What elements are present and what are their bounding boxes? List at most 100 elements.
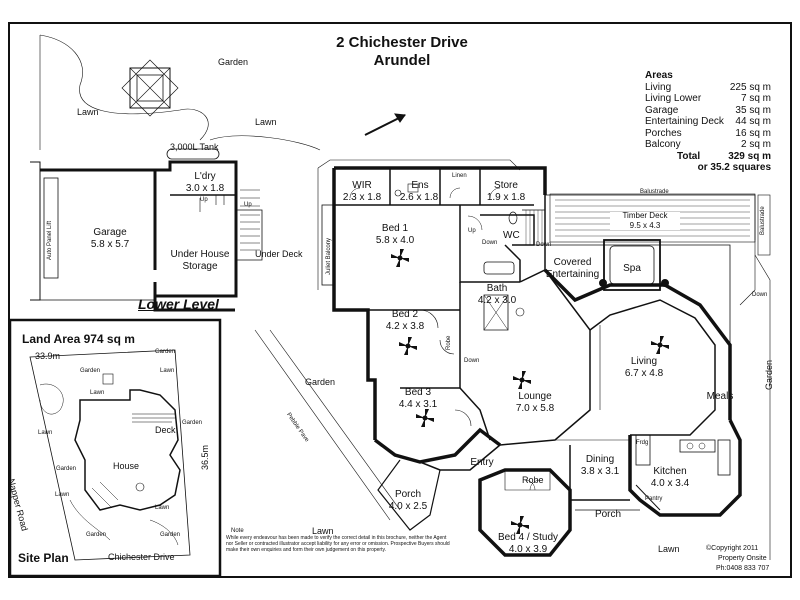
wir-label: WIR (352, 180, 372, 191)
bath-dims: 4.2 x 3.0 (477, 295, 517, 306)
timber-deck-shape (549, 193, 756, 243)
auto-lift-label: Auto Panel Lift (47, 220, 53, 260)
fan-icon (519, 377, 525, 383)
bed1-dims: 5.8 x 4.0 (375, 235, 415, 246)
pebble-path (254, 329, 391, 521)
address-title: 2 Chichester Drive (336, 34, 468, 51)
ens-dims: 2.6 x 1.8 (399, 192, 439, 203)
ens-label: Ens (411, 180, 429, 191)
spa-label: Spa (623, 263, 641, 274)
up-label: Up (468, 228, 476, 234)
juliet-balcony-shape (321, 204, 335, 286)
bed3-dims: 4.4 x 3.1 (398, 399, 438, 410)
lounge-walls (499, 269, 591, 446)
area-squares-row: or 35.2 squares (697, 162, 771, 173)
site-garden-label: Garden (56, 466, 77, 472)
site-garden-label: Garden (155, 349, 176, 355)
garden-label: Garden (218, 57, 249, 67)
tank-label: 3,000L Tank (170, 142, 219, 152)
timber-deck-label: Timber Deck (610, 212, 680, 220)
width-dim: 33.9m (35, 351, 61, 361)
pantry-label: Pantry (645, 496, 663, 502)
juliet-label: Juliet Balcony (326, 237, 332, 275)
covered-label: Covered (553, 257, 592, 268)
fan-icon (517, 522, 523, 528)
under-deck-label: Under Deck (255, 249, 303, 259)
garden-label: Garden (764, 359, 774, 390)
dining-label: Dining (585, 454, 615, 465)
dining-dims: 3.8 x 3.1 (580, 466, 620, 477)
kitchen-walls (628, 419, 742, 517)
up-label: Up (200, 197, 208, 203)
down-label: Down (464, 358, 480, 364)
bath-label: Bath (486, 283, 508, 294)
fan-icon (397, 255, 403, 261)
store-label: Store (494, 180, 518, 191)
site-house-label: House (113, 461, 140, 471)
porch-label: Porch (394, 489, 422, 500)
site-garden-label: Garden (182, 420, 203, 426)
site-lawn-label: Lawn (38, 430, 53, 436)
phone-label: Ph:0408 833 707 (716, 565, 770, 572)
company-label: Property Onsite (718, 555, 767, 562)
wir-dims: 2.3 x 1.8 (342, 192, 382, 203)
lawn-label: Lawn (658, 544, 680, 554)
site-plan-box (8, 318, 222, 578)
fridge-label: Frdg (636, 440, 649, 446)
bed1-label: Bed 1 (381, 223, 409, 234)
store-dims: 1.9 x 1.8 (486, 192, 526, 203)
kitchen-bench (679, 439, 716, 453)
west-walls (332, 168, 377, 440)
water-tank-shape (166, 148, 220, 160)
lower-level-label: Lower Level (138, 296, 219, 312)
copyright-label: ©Copyright 2011 (706, 545, 759, 552)
land-area-label: Land Area 974 sq m (22, 332, 135, 346)
site-lawn-label: Lawn (90, 390, 105, 396)
meals-label: Meals (706, 391, 734, 402)
depth-dim: 36.5m (200, 444, 210, 470)
balustrade-label: Balustrade (640, 189, 669, 195)
bed4-dims: 4.0 x 3.9 (508, 544, 548, 555)
wc-label: WC (503, 230, 520, 241)
areas-heading: Areas (645, 70, 673, 81)
bathtub-shape (483, 261, 515, 275)
site-house-outline (74, 389, 181, 511)
porch-label: Porch (594, 509, 622, 520)
garage-dims: 5.8 x 5.7 (90, 239, 130, 250)
bed4-label: Bed 4 / Study (497, 532, 559, 543)
north-wall (334, 166, 547, 195)
site-lawn-label: Lawn (160, 368, 175, 374)
entertaining-label: Entertaining (545, 269, 600, 280)
site-boundary (29, 349, 191, 561)
site-garden-label: Garden (86, 532, 107, 538)
site-lawn-label: Lawn (155, 505, 170, 511)
bed2-label: Bed 2 (391, 309, 419, 320)
garage-label: Garage (93, 227, 127, 238)
site-garden-label: Garden (160, 532, 181, 538)
fan-icon (422, 415, 428, 421)
site-deck-label: Deck (155, 425, 176, 435)
storage-label-2: Storage (182, 261, 218, 272)
down-label: Down (536, 242, 552, 248)
note-label: Note (231, 528, 244, 534)
road-label-chichester: Chichester Drive (108, 552, 175, 562)
site-plan-label: Site Plan (18, 551, 69, 565)
laundry-dims: 3.0 x 1.8 (185, 183, 225, 194)
garden-label: Garden (305, 377, 336, 387)
bed3-wall (373, 427, 502, 464)
lawn-label: Lawn (77, 107, 99, 117)
fan-icon (405, 343, 411, 349)
lawn-outline (39, 34, 209, 141)
site-garden-label: Garden (80, 368, 101, 374)
gazebo-outline (129, 67, 171, 109)
site-lawn-label: Lawn (55, 492, 70, 498)
up-label: Up (244, 202, 252, 208)
porch-dims: 4.0 x 2.5 (388, 501, 428, 512)
lawn-label: Lawn (255, 117, 277, 127)
